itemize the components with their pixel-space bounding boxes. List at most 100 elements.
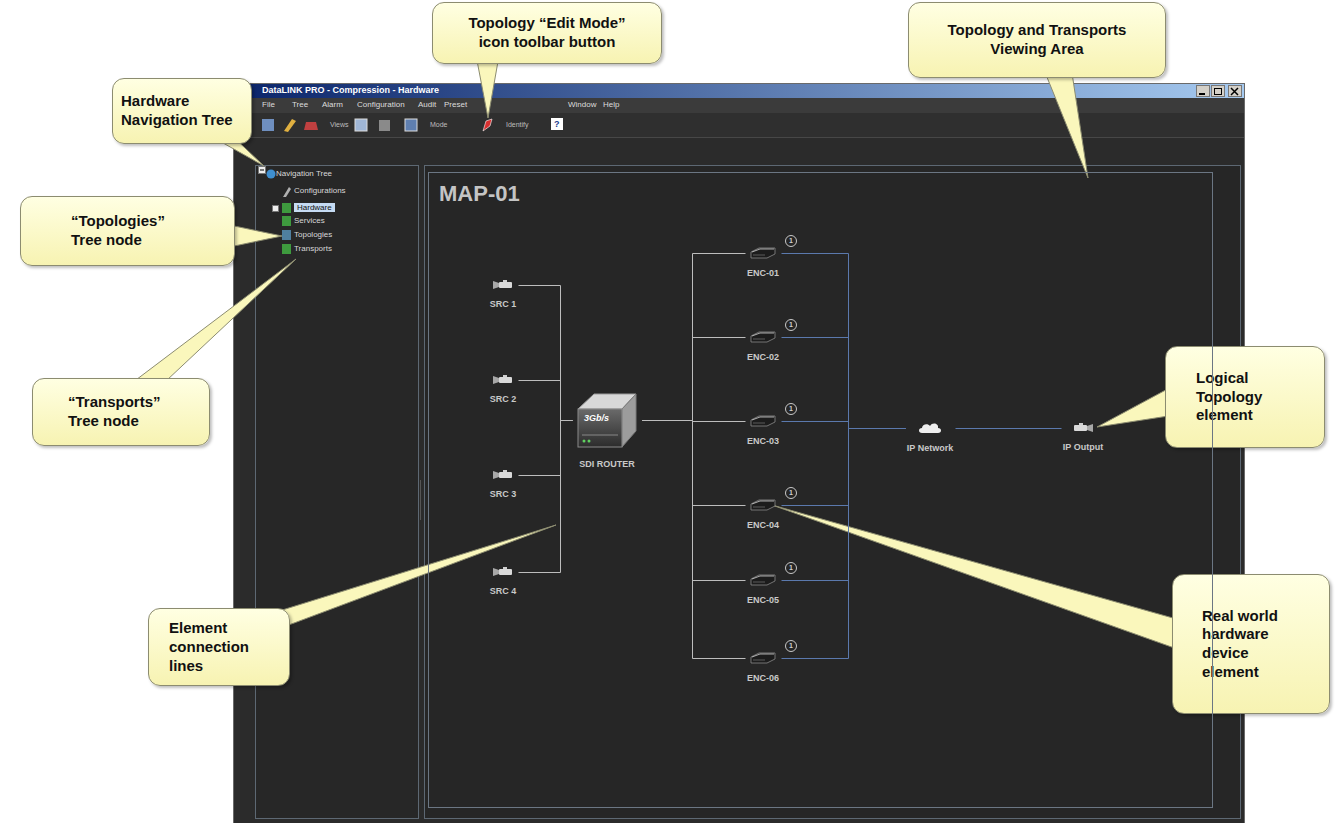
device-label: IP Network: [907, 443, 953, 453]
tree-icons: [259, 167, 292, 255]
window-buttons: [1197, 86, 1242, 97]
device-label: SDI ROUTER: [579, 459, 635, 469]
encoder-front: [753, 507, 765, 508]
callout-tail: [772, 505, 1180, 650]
callout-box: “Transports” Tree node: [32, 378, 210, 446]
encoder-body: [751, 332, 775, 342]
tree-item: Services: [294, 216, 325, 225]
device-label: SRC 4: [490, 586, 517, 596]
device-label: ENC-06: [747, 673, 779, 683]
encoder-body: [751, 500, 775, 510]
tree-icon: [282, 203, 291, 213]
toolbar-icon: [284, 119, 296, 132]
device-label: ENC-04: [747, 520, 779, 530]
source-device: SRC 3: [488, 469, 519, 499]
encoder-device: ENC-01: [745, 246, 781, 278]
camera-top: [503, 375, 507, 377]
encoder-edge: [752, 333, 774, 336]
encoder-front: [753, 582, 765, 583]
source-device: SRC 2: [488, 374, 519, 404]
device-label: ENC-05: [747, 595, 779, 605]
connection-line: [643, 421, 746, 581]
camera-shape: [493, 280, 512, 289]
encoder-body: [751, 248, 775, 258]
tree-item: Configurations: [294, 186, 346, 195]
callout-box: Real world hardware device element: [1172, 574, 1330, 714]
encoder-edge: [752, 417, 774, 420]
encoder-device-icon: [749, 246, 777, 260]
connection-line: [782, 429, 906, 506]
menu-item: Help: [603, 100, 619, 109]
router-front: [578, 409, 622, 447]
device-label: IP Output: [1063, 442, 1103, 452]
camera-body: [499, 569, 512, 575]
callout-tail: [1097, 385, 1175, 427]
app-window: [234, 84, 1245, 823]
close-glyph: [1231, 88, 1238, 95]
toolbar-rule: [234, 137, 1244, 138]
menu-item: Tree: [292, 100, 308, 109]
router-led: [588, 440, 591, 443]
encoder-body: [751, 653, 775, 663]
camera-shape: [493, 567, 512, 576]
camera-lens: [493, 471, 499, 479]
encoder-device: ENC-06: [745, 651, 781, 683]
camera-body: [499, 377, 512, 383]
menu-item: Audit: [418, 100, 436, 109]
encoder-device-icon: [749, 651, 777, 665]
connection-line: [519, 421, 573, 476]
callout-box: Topology “Edit Mode” icon toolbar button: [432, 2, 662, 64]
maximize-glyph: [1215, 89, 1222, 95]
camera-top: [503, 470, 507, 472]
callout-box: “Topologies” Tree node: [20, 196, 235, 266]
device-label: SRC 2: [490, 394, 517, 404]
camera-body: [499, 282, 512, 288]
encoder-device-icon: [749, 498, 777, 512]
menu-bar: [234, 98, 1244, 113]
tree-item: Topologies: [294, 230, 332, 239]
encoder-edge: [752, 249, 774, 252]
source-device-icon: [492, 469, 514, 481]
toolbar-caption: Views: [330, 121, 349, 128]
connection-line: [643, 338, 746, 421]
source-device: SRC 4: [488, 566, 519, 596]
toolbar-icon: [379, 120, 390, 131]
source-device-icon: [492, 374, 514, 386]
tree-expander: [273, 206, 279, 212]
source-device-icon: [492, 279, 514, 291]
encoder-body: [751, 575, 775, 585]
window-title: DataLINK PRO - Compression - Hardware: [262, 85, 439, 95]
tree-icon: [282, 244, 291, 254]
callout-text: Element connection lines: [169, 619, 269, 675]
device-marking: 3Gb/s: [584, 413, 609, 423]
toolbar-icon: [355, 119, 367, 131]
callout-text: Hardware Navigation Tree: [121, 92, 243, 130]
connection-line: [782, 338, 906, 429]
output-element-icon: [1072, 422, 1094, 434]
source-device: SRC 1: [488, 279, 519, 309]
viewing-panel: [425, 166, 1241, 819]
device-label: ENC-03: [747, 436, 779, 446]
connection-line: [643, 421, 746, 659]
tree-item: Transports: [294, 244, 332, 253]
connection-line: [782, 429, 906, 581]
network-cloud-icon: [918, 421, 942, 435]
cloud-shape: [919, 424, 941, 433]
callout-number: 1: [785, 235, 797, 247]
toolbar-icons: [262, 119, 492, 132]
help-button: ?: [551, 118, 563, 130]
connection-line: [519, 381, 573, 421]
tree-icon: [282, 230, 291, 240]
callout-text: “Topologies” Tree node: [71, 212, 184, 250]
toolbar-icon: [405, 119, 417, 131]
map-title: MAP-01: [439, 181, 520, 207]
callout-tails: [120, 50, 1180, 650]
navigation-panel: [256, 166, 419, 819]
network-cloud: IP Network: [905, 421, 955, 453]
callout-box: Logical Topology element: [1165, 346, 1325, 448]
encoder-device-icon: [749, 414, 777, 428]
connection-line: [956, 428, 1062, 429]
encoder-front: [753, 339, 765, 340]
camera-lens: [493, 281, 499, 289]
maximize-button: [1212, 86, 1225, 97]
